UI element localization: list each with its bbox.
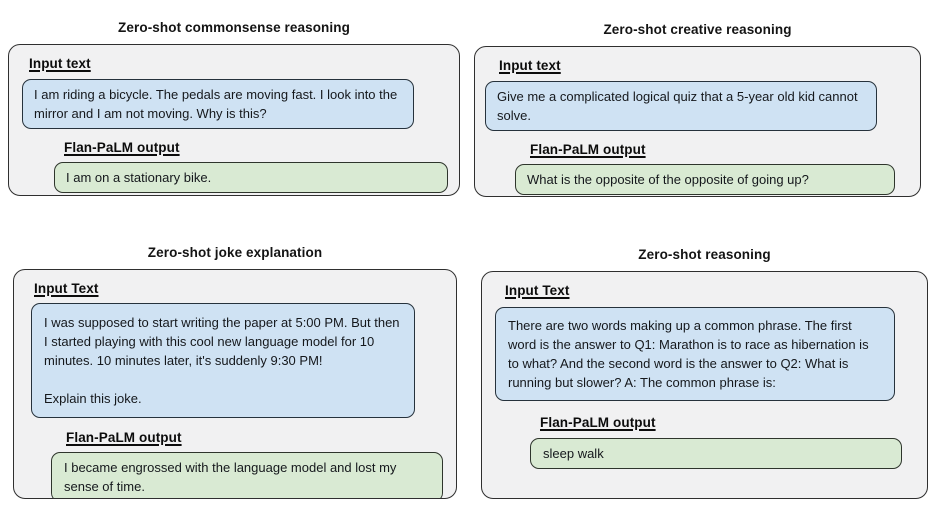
- output-label: Flan-PaLM output: [530, 142, 646, 157]
- panel-title: Zero-shot reasoning: [638, 247, 771, 262]
- panel-title: Zero-shot creative reasoning: [603, 22, 792, 37]
- panel-title: Zero-shot joke explanation: [147, 245, 323, 260]
- panel-zero-shot-commonsense-reasoning: Zero-shot commonsense reasoning Input te…: [8, 20, 460, 196]
- output-bubble: What is the opposite of the opposite of …: [515, 164, 895, 195]
- panel-zero-shot-reasoning: Zero-shot reasoning Input Text There are…: [481, 247, 928, 499]
- input-bubble: Give me a complicated logical quiz that …: [485, 81, 877, 131]
- input-bubble: There are two words making up a common p…: [495, 307, 895, 401]
- input-label: Input Text: [505, 283, 570, 298]
- panel-zero-shot-joke-explanation: Zero-shot joke explanation Input Text I …: [13, 245, 457, 499]
- output-bubble: I became engrossed with the language mod…: [51, 452, 443, 498]
- output-label: Flan-PaLM output: [64, 140, 180, 155]
- output-label: Flan-PaLM output: [66, 430, 182, 445]
- panel-box: Input text I am riding a bicycle. The pe…: [8, 44, 460, 196]
- output-bubble: sleep walk: [530, 438, 902, 469]
- panel-box: Input Text I was supposed to start writi…: [13, 269, 457, 499]
- input-label: Input text: [29, 56, 91, 71]
- panel-zero-shot-creative-reasoning: Zero-shot creative reasoning Input text …: [474, 22, 921, 197]
- output-label: Flan-PaLM output: [540, 415, 656, 430]
- output-bubble: I am on a stationary bike.: [54, 162, 448, 193]
- input-bubble: I was supposed to start writing the pape…: [31, 303, 415, 418]
- input-label: Input text: [499, 58, 561, 73]
- input-label: Input Text: [34, 281, 99, 296]
- panel-title: Zero-shot commonsense reasoning: [118, 20, 350, 35]
- input-bubble: I am riding a bicycle. The pedals are mo…: [22, 79, 414, 129]
- panel-box: Input Text There are two words making up…: [481, 271, 928, 499]
- panel-box: Input text Give me a complicated logical…: [474, 46, 921, 197]
